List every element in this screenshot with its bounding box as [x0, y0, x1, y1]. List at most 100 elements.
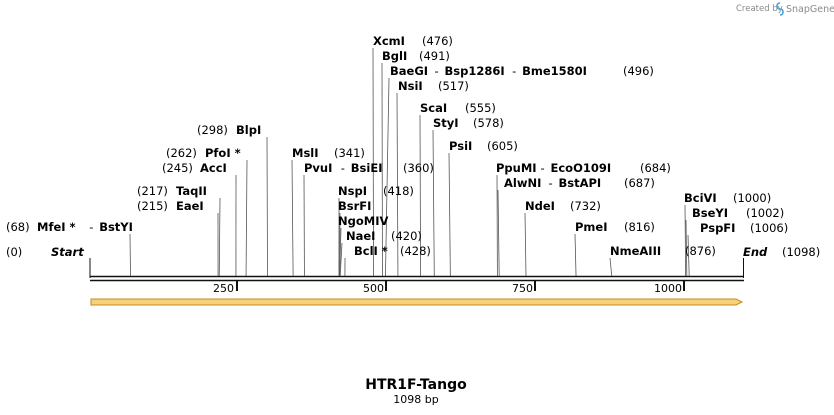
isoschizomer-name[interactable]: EcoO109I: [551, 161, 612, 175]
enzyme-name[interactable]: BsrFI: [338, 199, 371, 213]
enzyme-name[interactable]: XcmI: [373, 34, 405, 48]
cut-site-line: [291, 159, 294, 277]
isoschizomer-name[interactable]: Bme1580I: [522, 64, 587, 78]
cut-position: (876): [685, 244, 716, 258]
enzyme-name[interactable]: BglI: [382, 49, 407, 63]
enzyme-name[interactable]: MslI: [292, 146, 319, 160]
cut-position: (418): [383, 184, 414, 198]
cut-position: (578): [473, 116, 504, 130]
cut-position: (298): [197, 123, 228, 137]
tick-label: 500: [363, 282, 384, 295]
enzyme-name[interactable]: PpuMI: [496, 161, 537, 175]
cut-site-line: [385, 77, 390, 277]
enzyme-name[interactable]: AccI: [200, 161, 227, 175]
isoschizomer-separator: -: [541, 161, 545, 175]
cut-position: (1006): [750, 221, 788, 235]
enzyme-name[interactable]: TaqII: [176, 184, 207, 198]
cut-site-line: [432, 129, 435, 277]
enzyme-name[interactable]: BciVI: [684, 191, 717, 205]
cut-position: (360): [403, 161, 434, 175]
cut-site-line: [524, 212, 527, 277]
cut-position: (816): [624, 220, 655, 234]
isoschizomer-name[interactable]: BstAPI: [559, 176, 602, 190]
tick-label: 750: [512, 282, 533, 295]
cut-site-line: [129, 233, 131, 277]
cut-site-line: [419, 114, 421, 277]
cut-position: (262): [166, 146, 197, 160]
enzyme-name[interactable]: BclI *: [354, 244, 388, 258]
tick-label: 1000: [654, 282, 682, 295]
end-label: End: [743, 245, 768, 259]
enzyme-name[interactable]: NsiI: [398, 79, 423, 93]
cut-site-line: [372, 47, 374, 277]
snapgene-logo-icon: [776, 2, 784, 16]
enzyme-name[interactable]: PspFI: [700, 221, 735, 235]
cut-position: (496): [623, 64, 654, 78]
enzyme-name[interactable]: PfoI *: [205, 146, 241, 160]
isoschizomer-separator: -: [341, 161, 345, 175]
cut-position: (341): [334, 146, 365, 160]
cut-position: (420): [391, 229, 422, 243]
cut-position: (1000): [733, 191, 771, 205]
enzyme-name[interactable]: NaeI: [346, 229, 375, 243]
cut-position: (68): [6, 220, 30, 234]
cut-site-lines: [129, 47, 690, 277]
enzyme-name[interactable]: AlwNI: [504, 176, 541, 190]
cut-site-line: [684, 204, 687, 277]
enzyme-name[interactable]: NgoMIV: [338, 214, 388, 228]
start-position: (0): [6, 245, 22, 259]
cut-site-line: [339, 242, 343, 277]
map-title: HTR1F-Tango: [365, 377, 467, 393]
cut-position: (687): [624, 176, 655, 190]
enzyme-name[interactable]: EaeI: [176, 199, 204, 213]
cut-site-labels[interactable]: MfeI *-BstYI(68)EaeI(215)TaqII(217)AccI(…: [6, 34, 788, 258]
cut-site-line: [339, 227, 342, 277]
enzyme-name[interactable]: PsiI: [449, 139, 472, 153]
cut-site-line: [245, 159, 248, 277]
enzyme-name[interactable]: PvuI: [304, 161, 332, 175]
map-length: 1098 bp: [393, 393, 438, 406]
enzyme-name[interactable]: PmeI: [575, 220, 608, 234]
isoschizomer-separator: -: [512, 64, 516, 78]
enzyme-name[interactable]: BlpI: [236, 123, 261, 137]
cut-site-line: [609, 257, 613, 277]
cut-position: (217): [137, 184, 168, 198]
cut-position: (215): [137, 199, 168, 213]
cut-position: (1002): [746, 206, 784, 220]
cut-position: (476): [422, 34, 453, 48]
cut-position: (517): [438, 79, 469, 93]
cut-site-line: [687, 234, 690, 277]
enzyme-name[interactable]: NmeAIII: [610, 244, 661, 258]
enzyme-name[interactable]: ScaI: [420, 101, 447, 115]
cut-site-line: [396, 92, 399, 277]
cut-position: (245): [162, 161, 193, 175]
enzyme-name[interactable]: NdeI: [525, 199, 555, 213]
credit-brand: SnapGene: [786, 4, 834, 15]
cut-position: (555): [465, 101, 496, 115]
isoschizomer-name[interactable]: BsiEI: [351, 161, 383, 175]
cut-position: (732): [570, 199, 601, 213]
tick-label: 250: [213, 282, 234, 295]
isoschizomer-separator: -: [435, 64, 439, 78]
cut-position: (491): [419, 49, 450, 63]
cut-position: (428): [400, 244, 431, 258]
cut-site-line: [685, 219, 688, 277]
credit-prefix: Created by: [736, 4, 783, 14]
cut-site-line: [497, 189, 500, 277]
axis-ticks: 250 500 750 1000: [213, 280, 685, 295]
isoschizomer-name[interactable]: Bsp1286I: [445, 64, 505, 78]
enzyme-name[interactable]: NspI: [338, 184, 367, 198]
enzyme-name[interactable]: BseYI: [692, 206, 728, 220]
end-position: (1098): [782, 245, 820, 259]
start-label: Start: [51, 245, 84, 259]
cut-position: (605): [487, 139, 518, 153]
isoschizomer-name[interactable]: BstYI: [99, 220, 133, 234]
cut-site-line: [218, 197, 221, 277]
orf-feature-arrow[interactable]: [90, 298, 744, 306]
enzyme-name[interactable]: MfeI *: [37, 220, 76, 234]
isoschizomer-separator: -: [89, 220, 93, 234]
enzyme-name[interactable]: StyI: [433, 116, 459, 130]
enzyme-name[interactable]: BaeGI: [390, 64, 428, 78]
